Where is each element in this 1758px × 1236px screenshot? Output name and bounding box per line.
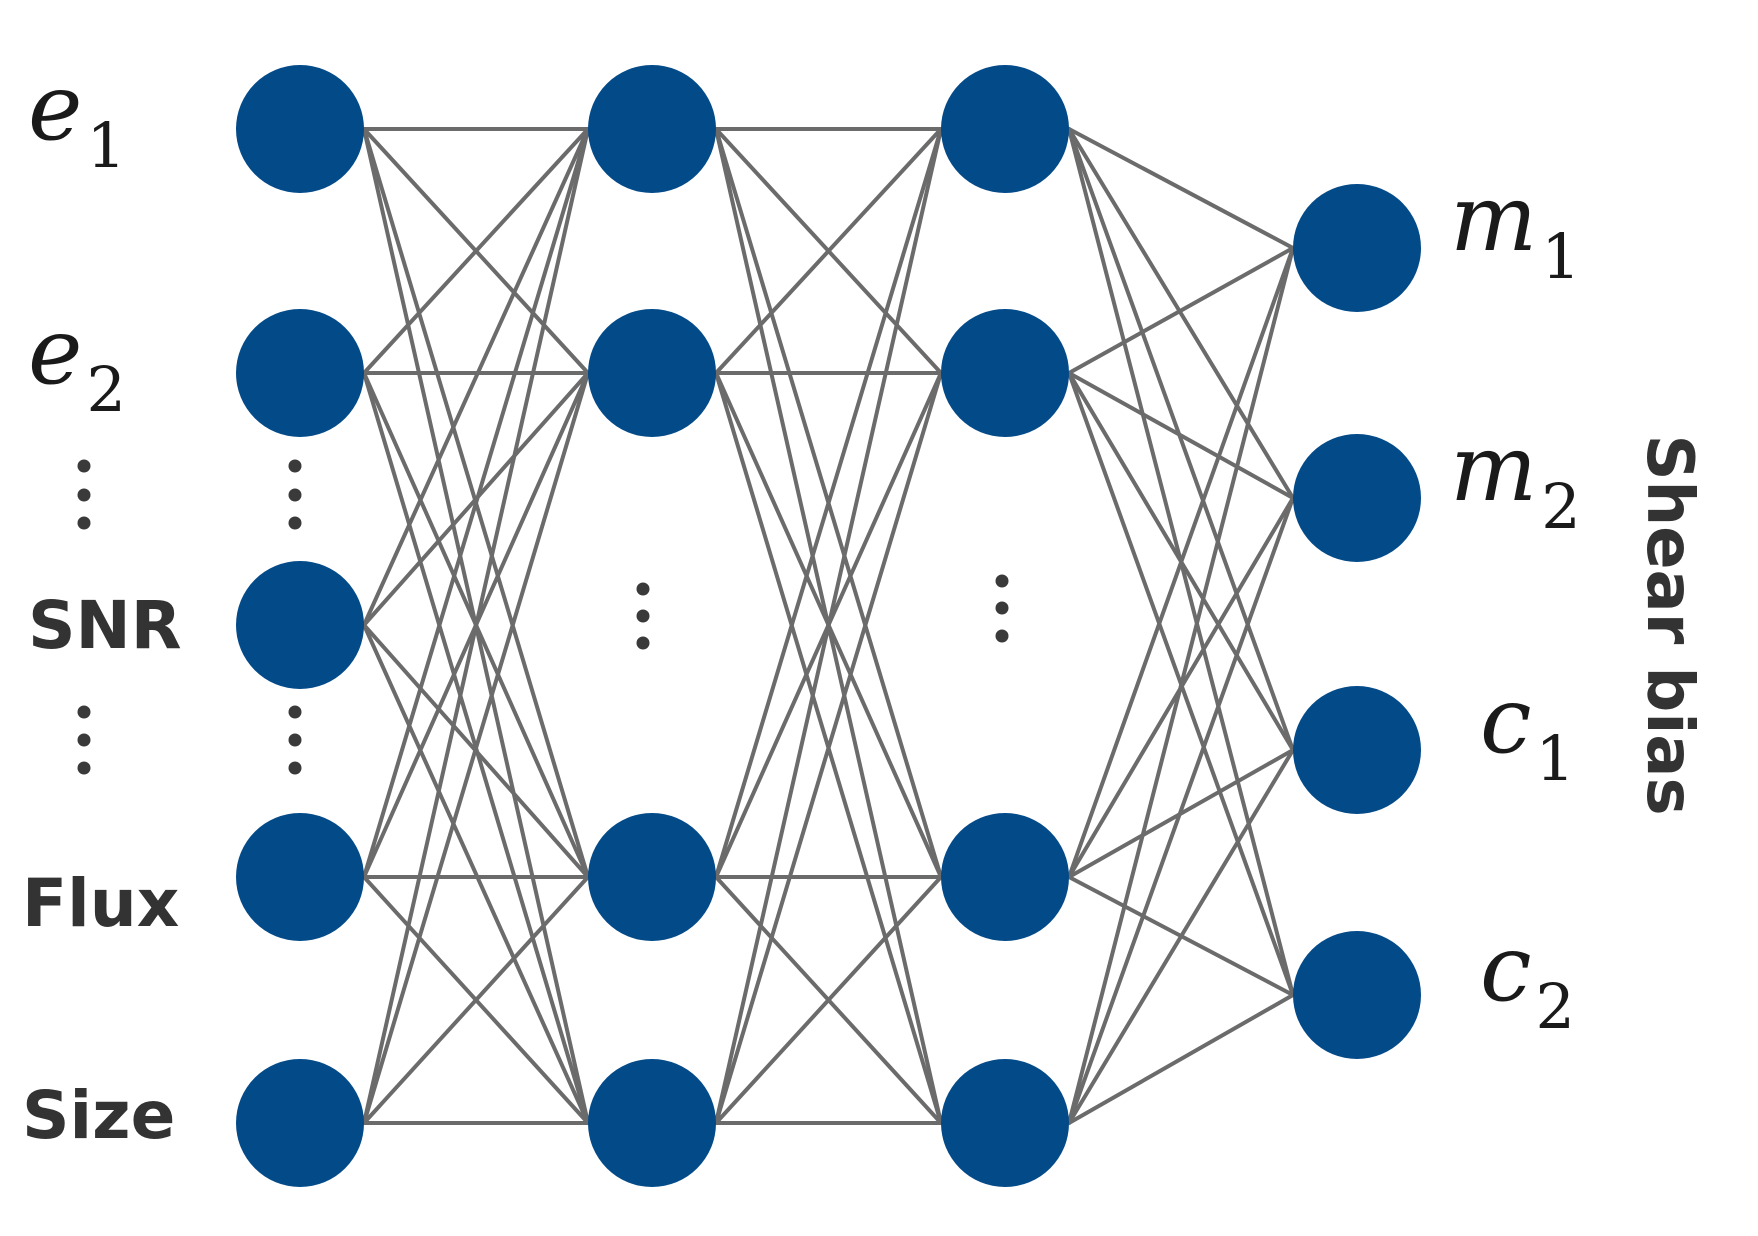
layer0-ellipsis-lower-dot-1 <box>288 733 302 747</box>
output-label-1: m2 <box>1450 415 1581 543</box>
left-ellipsis-lower-dot-1 <box>77 733 91 747</box>
ellipsis-dots <box>77 459 1009 775</box>
node-layer0-2 <box>236 561 364 689</box>
edge-l1-1-0 <box>714 127 943 375</box>
connection-lines <box>362 127 1295 1125</box>
layer1-ellipsis-dot-1 <box>636 609 650 623</box>
output-label-2-subscript: 1 <box>1536 722 1575 795</box>
layer0-ellipsis-lower-dot-0 <box>288 705 302 719</box>
node-layer0-1 <box>236 309 364 437</box>
node-layer2-0 <box>941 65 1069 193</box>
left-ellipsis-upper-dot-1 <box>77 488 91 502</box>
edge-l1-3-1 <box>714 371 943 1125</box>
node-layer0-0 <box>236 65 364 193</box>
output-label-3: c2 <box>1480 915 1575 1043</box>
input-label-1: e2 <box>28 298 126 426</box>
network-nodes <box>236 65 1421 1187</box>
layer0-ellipsis-upper-dot-0 <box>288 459 302 473</box>
output-label-3-base: c <box>1480 915 1532 1022</box>
node-layer3-3 <box>1293 931 1421 1059</box>
layer2-ellipsis-dot-2 <box>995 629 1009 643</box>
node-layer3-0 <box>1293 184 1421 312</box>
output-group-label: Shear bias <box>1632 434 1706 815</box>
layer1-ellipsis-dot-0 <box>636 582 650 596</box>
edge-l0-2-3 <box>362 623 590 1125</box>
node-layer1-2 <box>588 813 716 941</box>
left-ellipsis-upper-dot-2 <box>77 516 91 530</box>
layer2-ellipsis-dot-0 <box>995 574 1009 588</box>
node-layer0-3 <box>236 813 364 941</box>
layer0-ellipsis-upper-dot-2 <box>288 516 302 530</box>
input-label-3: Flux <box>22 865 179 942</box>
edge-l2-1-1 <box>1067 371 1295 500</box>
output-label-2-base: c <box>1480 667 1532 774</box>
edge-l2-0-0 <box>1067 127 1295 250</box>
output-label-3-subscript: 2 <box>1536 970 1575 1043</box>
layer2-ellipsis-dot-1 <box>995 601 1009 615</box>
edge-l0-3-0 <box>362 127 590 879</box>
output-label-1-base: m <box>1450 415 1537 522</box>
edge-l2-1-0 <box>1067 246 1295 375</box>
edge-l0-4-2 <box>362 875 590 1125</box>
left-ellipsis-lower-dot-2 <box>77 761 91 775</box>
input-label-2: SNR <box>28 587 182 664</box>
node-layer1-3 <box>588 1059 716 1187</box>
edge-l0-1-0 <box>362 127 590 375</box>
edge-l2-0-2 <box>1067 127 1295 752</box>
layer1-ellipsis-dot-2 <box>636 636 650 650</box>
edge-l0-4-0 <box>362 127 590 1125</box>
edge-l2-3-2 <box>1067 748 1295 1125</box>
edge-l0-2-0 <box>362 127 590 627</box>
edge-l2-2-0 <box>1067 246 1295 879</box>
output-label-0-base: m <box>1450 165 1537 272</box>
input-label-4: Size <box>22 1077 175 1154</box>
layer0-ellipsis-lower-dot-2 <box>288 761 302 775</box>
node-layer1-0 <box>588 65 716 193</box>
output-label-0: m1 <box>1450 165 1581 293</box>
layer0-ellipsis-upper-dot-1 <box>288 488 302 502</box>
output-label-0-subscript: 1 <box>1541 220 1580 293</box>
edge-l2-0-1 <box>1067 127 1295 500</box>
node-layer2-3 <box>941 1059 1069 1187</box>
edge-l1-3-2 <box>714 875 943 1125</box>
node-layer3-2 <box>1293 686 1421 814</box>
input-label-1-base: e <box>28 298 82 405</box>
output-label-2: c1 <box>1480 667 1575 795</box>
left-ellipsis-lower-dot-0 <box>77 705 91 719</box>
edge-l2-3-1 <box>1067 496 1295 1125</box>
edge-l2-3-0 <box>1067 246 1295 1125</box>
input-label-0-subscript: 1 <box>86 109 125 182</box>
edge-l1-2-0 <box>714 127 943 879</box>
input-label-0: e1 <box>28 54 126 182</box>
edge-l2-3-3 <box>1067 993 1295 1125</box>
output-label-1-subscript: 2 <box>1541 470 1580 543</box>
input-label-1-subscript: 2 <box>86 353 125 426</box>
left-ellipsis-upper-dot-0 <box>77 459 91 473</box>
node-layer3-1 <box>1293 434 1421 562</box>
edge-l0-4-1 <box>362 371 590 1125</box>
node-layer0-4 <box>236 1059 364 1187</box>
edge-l1-3-0 <box>714 127 943 1125</box>
node-layer2-2 <box>941 813 1069 941</box>
input-label-0-base: e <box>28 54 82 161</box>
node-layer1-1 <box>588 309 716 437</box>
node-layer2-1 <box>941 309 1069 437</box>
